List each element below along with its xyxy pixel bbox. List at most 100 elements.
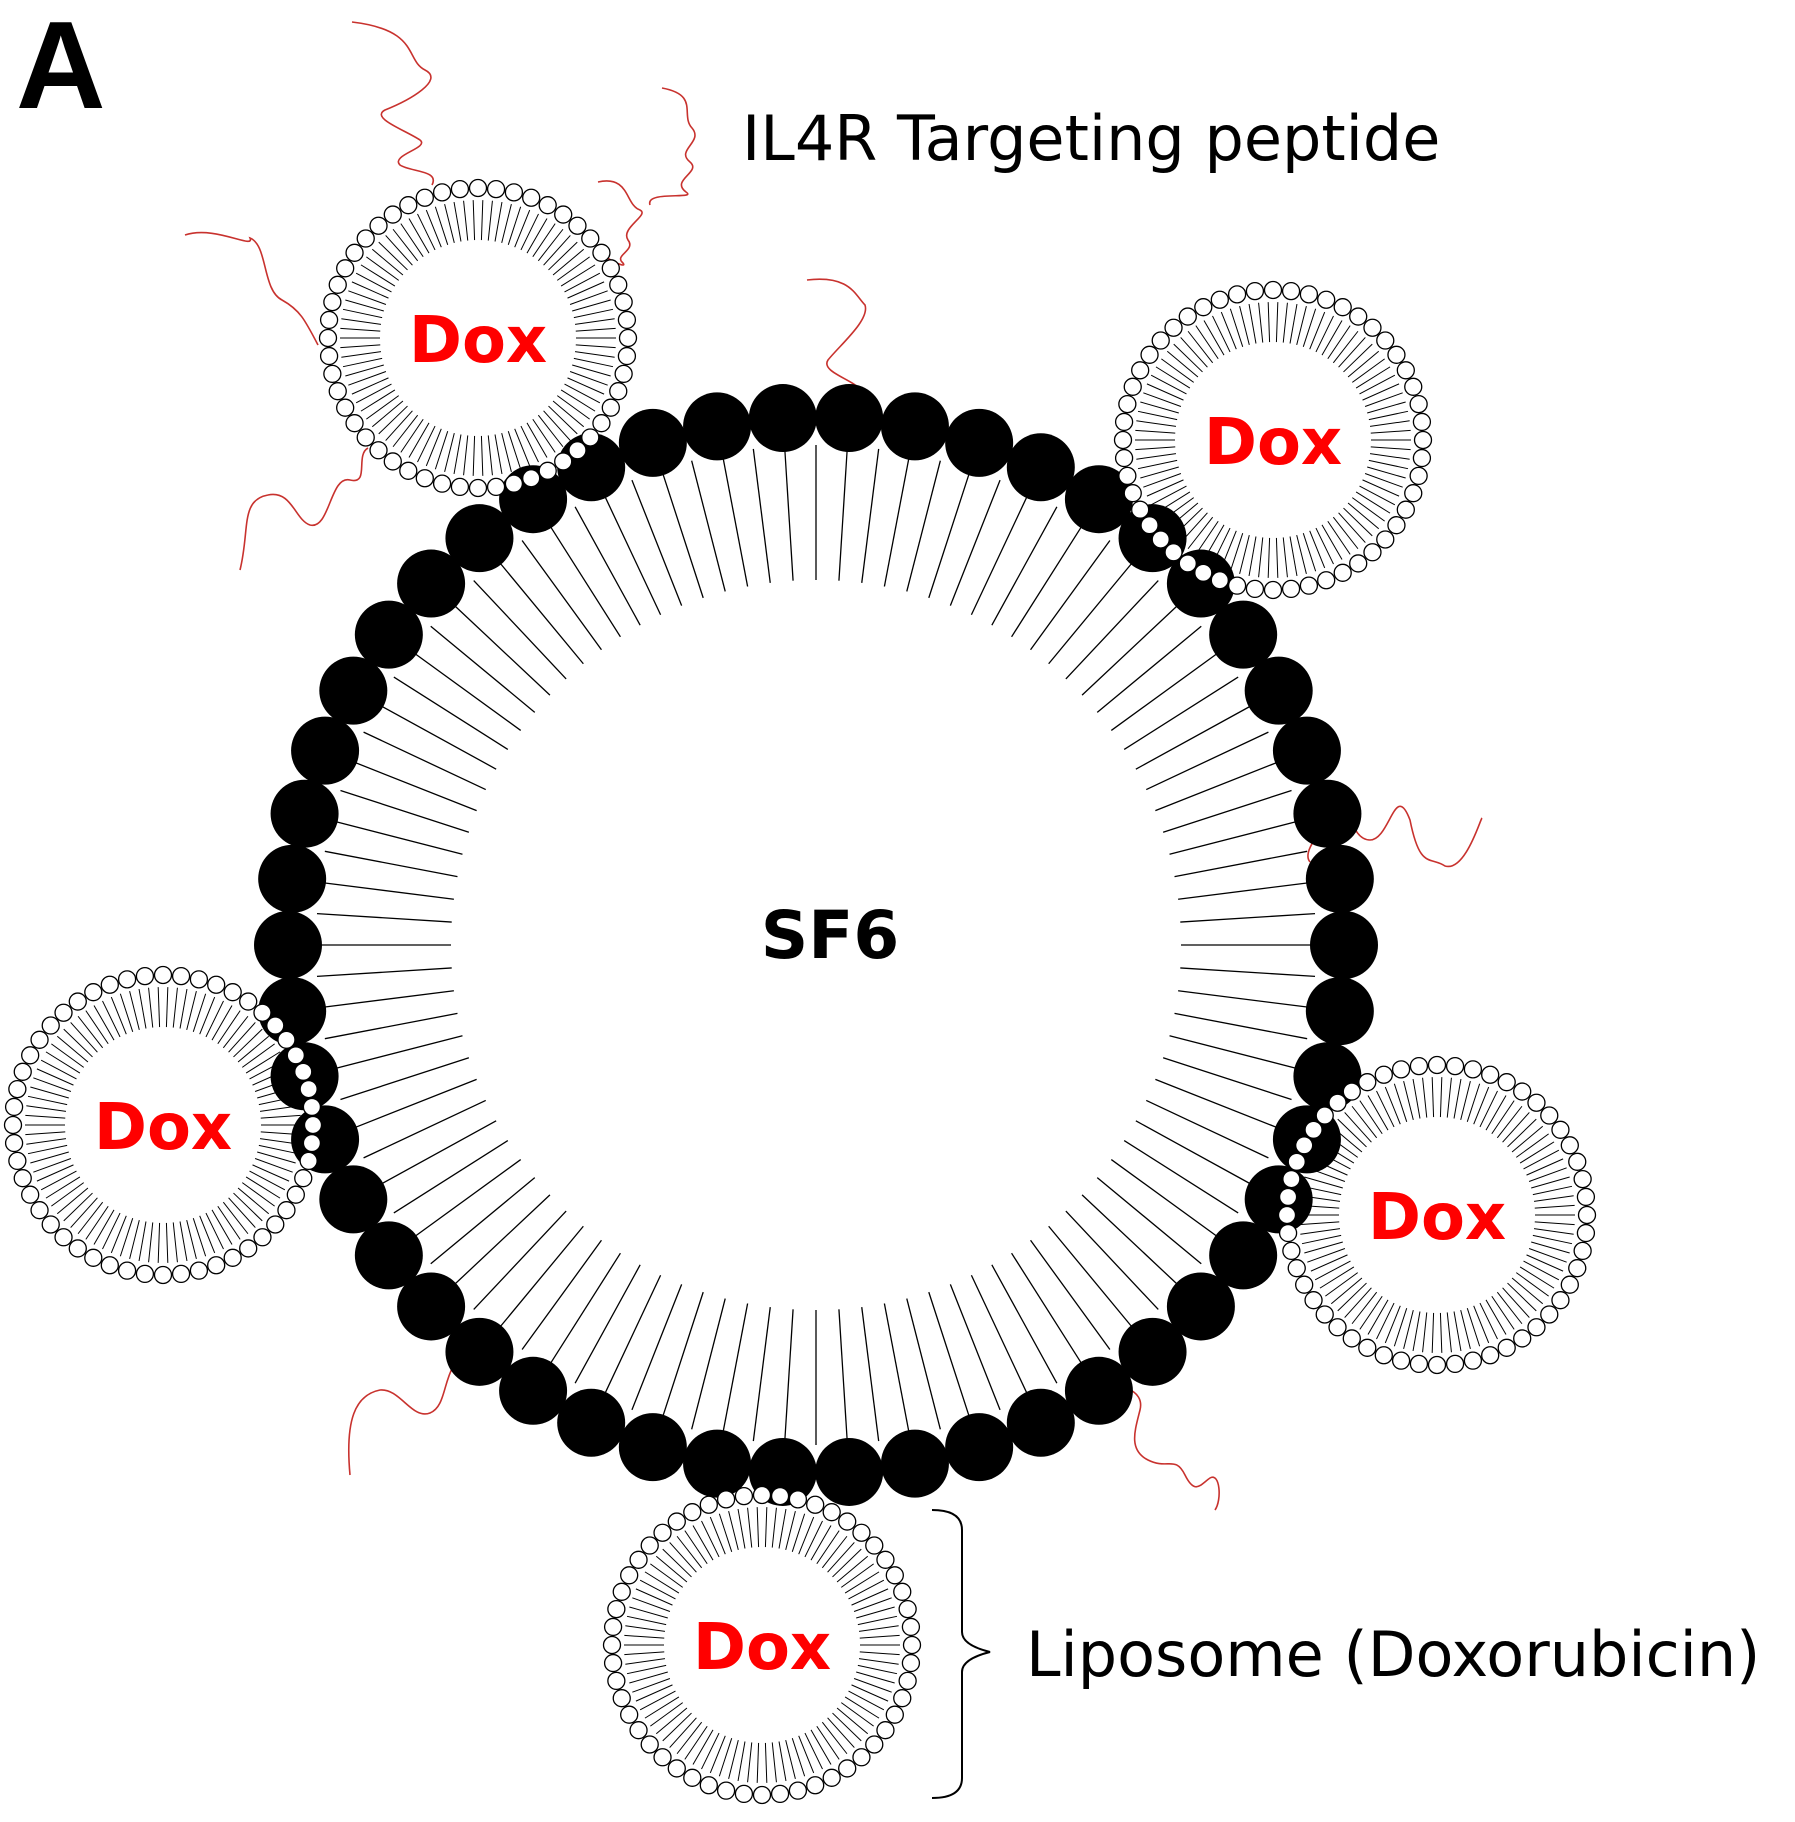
lipid-head bbox=[653, 1523, 672, 1542]
lipid-tail bbox=[385, 235, 413, 266]
lipid-tail bbox=[148, 987, 154, 1028]
lipid-head bbox=[683, 1503, 702, 1522]
lipid-tail bbox=[1155, 1078, 1282, 1130]
lipid-head bbox=[1006, 433, 1075, 502]
lipid-head bbox=[1209, 600, 1278, 669]
lipid-head bbox=[189, 1261, 209, 1280]
lipid-tail bbox=[451, 1194, 551, 1288]
lipid-head bbox=[1114, 448, 1134, 468]
lipid-tail bbox=[331, 820, 463, 855]
lipid-tail bbox=[319, 990, 454, 1009]
lipid-tail bbox=[785, 1510, 796, 1551]
lipid-head bbox=[291, 716, 360, 785]
lipid-head bbox=[852, 1523, 871, 1542]
lipid-tail bbox=[1485, 1095, 1507, 1131]
lipid-head bbox=[1568, 1152, 1587, 1171]
lipid-tail bbox=[1369, 420, 1410, 427]
lipid-tail bbox=[138, 1221, 147, 1261]
lipid-tail bbox=[453, 434, 462, 474]
lipid-tail bbox=[1351, 1105, 1378, 1139]
lipid-tail bbox=[1439, 1077, 1443, 1118]
lipid-head bbox=[415, 469, 434, 488]
lipid-tail bbox=[1367, 1095, 1389, 1131]
lipid-head bbox=[603, 1653, 623, 1673]
lipid-tail bbox=[45, 1176, 81, 1199]
lipid-head bbox=[683, 392, 752, 461]
lipid-tail bbox=[1275, 537, 1279, 578]
lipid-tail bbox=[567, 281, 605, 299]
lipid-tail bbox=[1528, 1167, 1567, 1182]
lipid-tail bbox=[635, 1588, 673, 1606]
lipid-tail bbox=[1327, 325, 1351, 360]
lipid-head bbox=[734, 1486, 754, 1506]
lipid-tail bbox=[848, 1579, 885, 1600]
lipid-tail bbox=[684, 1725, 708, 1760]
lipid-tail bbox=[709, 1516, 726, 1555]
lipid-head bbox=[1123, 377, 1142, 396]
liposome-membrane bbox=[1277, 1055, 1597, 1375]
lipid-tail bbox=[1533, 1228, 1574, 1235]
lipid-tail bbox=[521, 540, 602, 651]
lipid-tail bbox=[228, 1022, 256, 1053]
lipid-tail bbox=[1511, 1125, 1544, 1153]
lipid-tail bbox=[928, 469, 972, 599]
lipid-tail bbox=[400, 223, 424, 258]
lipid-tail bbox=[1299, 1204, 1340, 1209]
lipid-tail bbox=[1289, 536, 1298, 576]
lipid-tail bbox=[573, 308, 614, 319]
lipid-tail bbox=[1110, 1159, 1221, 1240]
lipid-head bbox=[716, 1781, 736, 1800]
lipid-tail bbox=[1344, 1287, 1372, 1318]
liposome-label: Liposome (Doxorubicin) bbox=[1026, 1618, 1760, 1691]
lipid-head bbox=[945, 408, 1014, 477]
lipid-tail bbox=[662, 1548, 692, 1578]
lipid-head bbox=[609, 382, 628, 401]
lipid-head bbox=[1244, 1165, 1313, 1234]
lipid-head bbox=[612, 1689, 631, 1708]
lipid-tail bbox=[1384, 1086, 1401, 1125]
lipid-head bbox=[397, 549, 466, 618]
lipid-tail bbox=[192, 993, 207, 1032]
lipid-head bbox=[1374, 1065, 1393, 1084]
lipid-head bbox=[1282, 1241, 1301, 1261]
lipid-head bbox=[299, 1151, 318, 1171]
lipid-tail bbox=[434, 431, 449, 470]
lipid-head bbox=[1445, 1354, 1465, 1374]
lipid-tail bbox=[1321, 524, 1343, 560]
lipid-tail bbox=[1384, 1305, 1401, 1344]
lipid-head bbox=[270, 779, 339, 848]
lipid-head bbox=[902, 1635, 922, 1655]
lipid-head bbox=[815, 384, 884, 453]
lipid-tail bbox=[547, 1252, 621, 1368]
lipid-head bbox=[336, 398, 355, 417]
lipid-tail bbox=[1143, 473, 1182, 488]
lipid-tail bbox=[1310, 1158, 1348, 1176]
lipid-tail bbox=[1531, 1241, 1570, 1254]
lipid-tail bbox=[1187, 516, 1214, 550]
lipid-tail bbox=[692, 1525, 714, 1561]
lipid-head bbox=[1463, 1060, 1483, 1079]
lipid-head bbox=[135, 966, 155, 986]
lipid-tail bbox=[836, 1555, 869, 1583]
lipid-head bbox=[84, 983, 103, 1002]
lipid-tail bbox=[425, 428, 442, 467]
lipid-tail bbox=[119, 993, 134, 1032]
lipid-head bbox=[1227, 576, 1247, 595]
lipid-head bbox=[876, 1550, 895, 1569]
lipid-head bbox=[223, 1248, 242, 1267]
lipid-tail bbox=[36, 1164, 74, 1182]
lipid-head bbox=[629, 1721, 648, 1740]
lipid-tail bbox=[928, 1291, 972, 1421]
lipid-tail bbox=[514, 428, 531, 467]
lipid-tail bbox=[1048, 559, 1136, 665]
lipid-tail bbox=[1528, 1248, 1567, 1263]
lipid-tail bbox=[400, 418, 424, 453]
lipid-tail bbox=[778, 1741, 787, 1781]
lipid-tail bbox=[463, 200, 469, 241]
lipid-tail bbox=[393, 676, 509, 750]
lipid-tail bbox=[1364, 392, 1403, 407]
lipid-tail bbox=[552, 400, 585, 428]
lipid-head bbox=[207, 975, 226, 994]
lipid-tail bbox=[574, 1264, 641, 1384]
lipid-tail bbox=[1220, 530, 1237, 569]
